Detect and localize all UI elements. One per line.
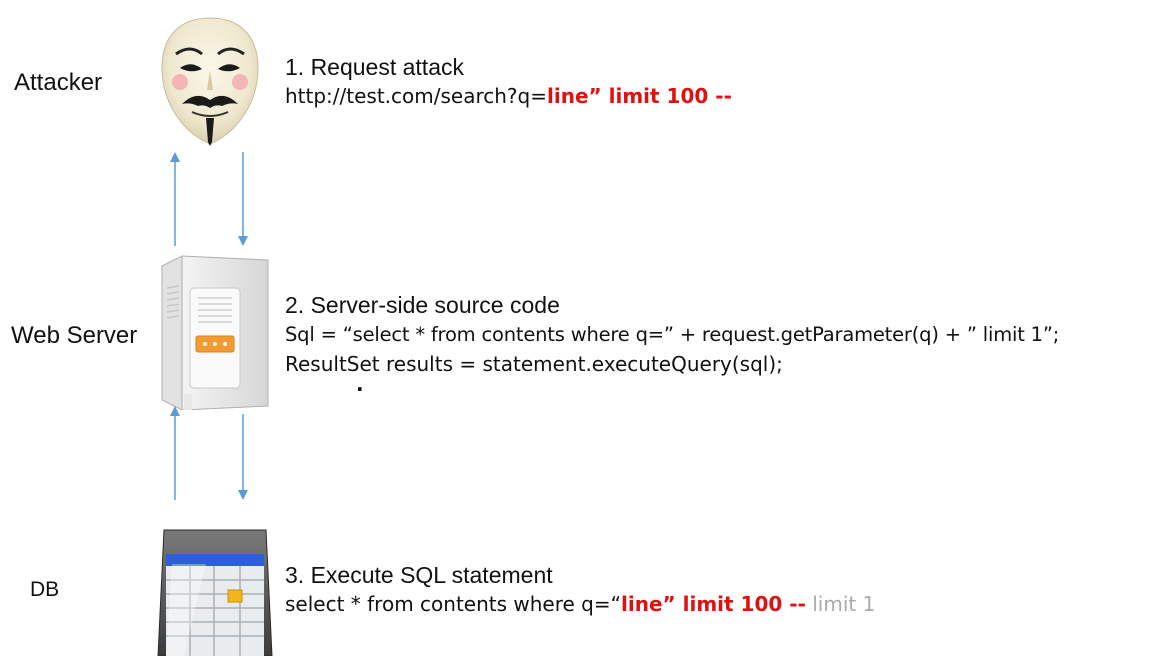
step3-sql-injected: line” limit 100 -- <box>621 592 806 616</box>
step3-sql: select * from contents where q=“line” li… <box>285 592 875 616</box>
arrow-attacker-to-server <box>238 152 248 246</box>
step1-url-plain: http://test.com/search?q= <box>285 84 547 108</box>
attacker-label: Attacker <box>14 69 103 96</box>
db-label: DB <box>30 578 60 601</box>
step2-code-line2: ResultSet results = statement.executeQue… <box>285 352 783 376</box>
database-table-icon <box>157 529 273 656</box>
step1-url: http://test.com/search?q=line” limit 100… <box>285 84 732 108</box>
step3-sql-plain: select * from contents where q=“ <box>285 592 621 616</box>
step1-title: 1. Request attack <box>285 54 464 80</box>
step1-url-injected: line” limit 100 -- <box>547 84 732 108</box>
server-tower-icon <box>161 255 269 410</box>
step3-sql-commented: limit 1 <box>805 592 876 616</box>
guy-fawkes-mask-icon <box>161 17 259 146</box>
step2-code-line1: Sql = “select * from contents where q=” … <box>285 323 1060 346</box>
step2-title: 2. Server-side source code <box>285 292 560 318</box>
arrow-server-to-attacker <box>170 152 180 246</box>
web-server-label: Web Server <box>11 322 138 349</box>
step2-code-line3: . <box>356 372 364 396</box>
arrow-server-to-db <box>238 414 248 500</box>
arrow-db-to-server <box>170 406 180 500</box>
step3-title: 3. Execute SQL statement <box>285 562 553 588</box>
